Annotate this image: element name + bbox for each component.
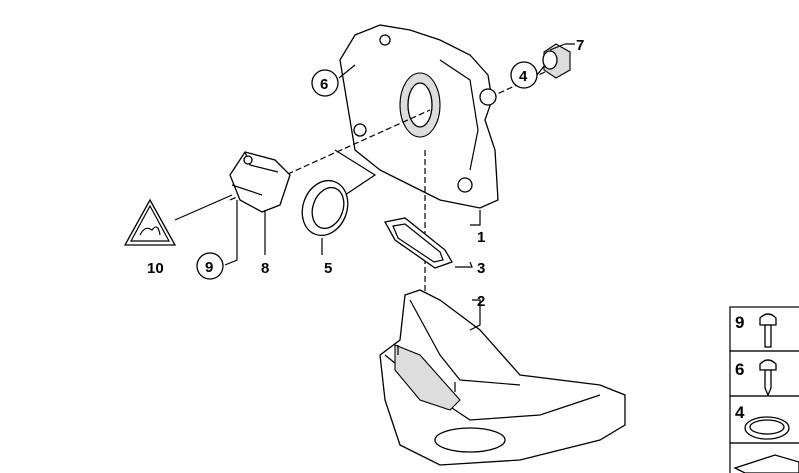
oil-pump [339,24,499,209]
legend-6: 6 [735,360,744,379]
callout-3: 3 [477,260,485,277]
legend-4: 4 [735,403,745,422]
legend: 9 6 4 [729,306,799,473]
bolt-icon [759,313,777,348]
callout-4-circle [510,61,538,89]
gasket-part-3 [383,217,453,269]
callout-6-circle [311,69,339,97]
callout-7: 7 [576,37,584,54]
intake-pipe-part-2 [379,289,626,466]
callout-1: 1 [477,229,485,246]
ring-icon [744,416,790,440]
callout-9-circle [196,252,224,280]
warning-triangle-icon [123,198,177,246]
callout-6: 6 [320,76,328,93]
screw-icon [759,359,777,397]
sleeve-part-7 [542,43,571,79]
callout-10: 10 [147,260,164,277]
seal-ring-part-5 [301,179,349,237]
callout-2: 2 [477,293,485,310]
callout-8: 8 [261,260,269,277]
callout-5: 5 [324,260,332,277]
shim-icon [733,454,799,473]
legend-9: 9 [735,313,744,332]
callout-4: 4 [519,68,528,85]
sensor-part-8 [229,151,291,213]
callout-9: 9 [205,259,213,276]
